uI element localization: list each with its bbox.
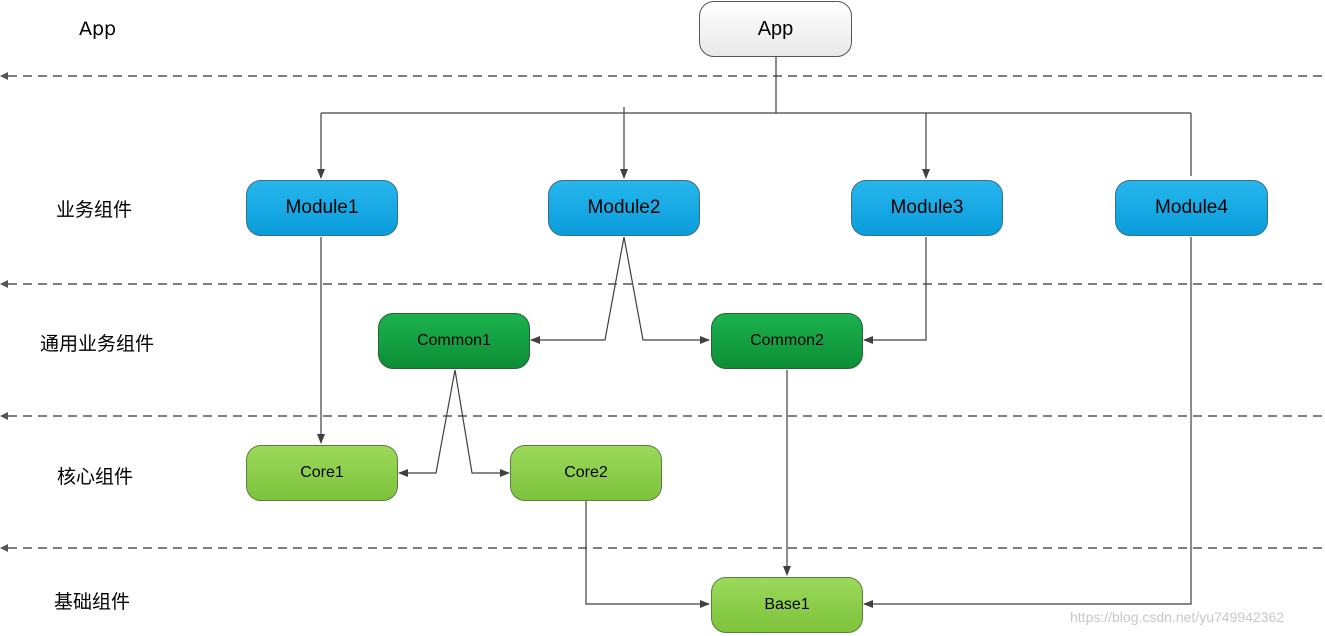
node-module3: Module3 [851,180,1003,236]
node-common1: Common1 [378,313,530,369]
layer-label-core: 核心组件 [57,466,134,488]
edge-common1-core1 [398,369,456,477]
node-module1: Module1 [246,180,398,236]
layer-label-common-business: 通用业务组件 [40,333,155,355]
edge-core2-base1 [585,501,710,608]
node-core1: Core1 [246,445,398,501]
edge-module3-common2 [863,237,927,344]
watermark-text: https://blog.csdn.net/yu749942362 [1070,609,1285,625]
layer-label-base: 基础组件 [54,591,131,613]
node-module4: Module4 [1115,180,1268,236]
divider-arrowheads [0,72,8,552]
node-module2: Module2 [548,180,700,236]
edge-common1-core2 [454,369,510,477]
node-core2: Core2 [510,445,662,501]
edge-module2-common1 [530,236,625,344]
node-app: App [699,1,852,57]
layer-label-business: 业务组件 [56,199,133,221]
layer-label-app: App [79,18,117,40]
edge-module4-base1 [863,237,1192,608]
layer-dividers [8,75,1325,549]
node-base1: Base1 [711,577,863,633]
edges [317,57,1192,608]
node-common2: Common2 [711,313,863,369]
edge-module2-common2 [623,236,710,344]
